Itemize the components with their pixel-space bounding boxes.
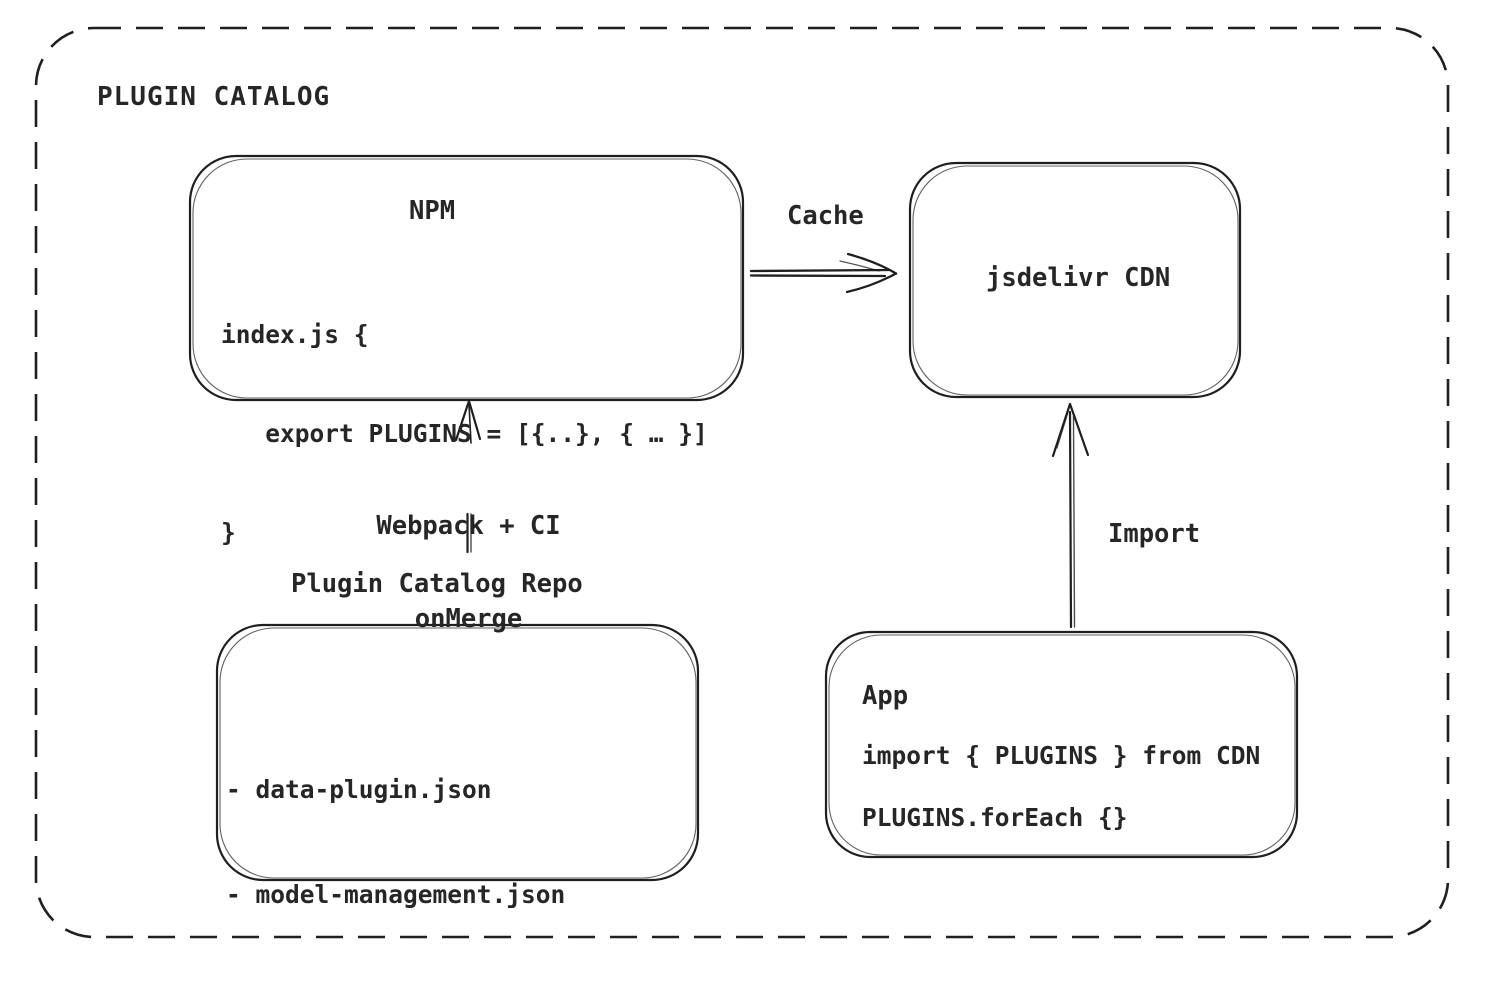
npm-code: index.js { export PLUGINS = [{..}, { … }… bbox=[221, 252, 708, 615]
app-code-line-2: PLUGINS.forEach {} bbox=[862, 803, 1128, 832]
repo-items: - data-plugin.json - model-management.js… bbox=[226, 702, 565, 1002]
app-title: App bbox=[862, 681, 909, 711]
build-arrow-label: Webpack + CI onMerge bbox=[330, 449, 607, 697]
cdn-box bbox=[908, 161, 1242, 399]
app-box bbox=[824, 630, 1299, 859]
repo-item-3: ... bbox=[226, 985, 286, 1002]
app-code-line-1: import { PLUGINS } from CDN bbox=[862, 741, 1261, 770]
npm-code-line-1: index.js { bbox=[221, 320, 369, 349]
npm-title: NPM bbox=[409, 196, 456, 226]
cache-arrow bbox=[749, 252, 898, 294]
import-arrow bbox=[1051, 402, 1090, 629]
frame-title: PLUGIN CATALOG bbox=[97, 82, 331, 112]
cdn-label: jsdelivr CDN bbox=[986, 263, 1171, 293]
build-arrow bbox=[454, 399, 482, 554]
repo-title: Plugin Catalog Repo bbox=[291, 569, 583, 599]
catalog-frame bbox=[34, 26, 1450, 939]
repo-item-1: - data-plugin.json bbox=[226, 775, 492, 804]
cache-arrow-label: Cache bbox=[787, 201, 864, 231]
npm-code-line-2: export PLUGINS = [{..}, { … }] bbox=[221, 419, 708, 448]
import-arrow-label: Import bbox=[1108, 519, 1201, 549]
build-arrow-label-line-1: Webpack + CI bbox=[376, 511, 561, 541]
repo-item-2: - model-management.json bbox=[226, 880, 566, 909]
repo-box bbox=[215, 623, 700, 882]
build-arrow-label-line-2: onMerge bbox=[414, 604, 523, 634]
npm-code-line-3: } bbox=[221, 518, 236, 547]
npm-box bbox=[188, 154, 745, 402]
